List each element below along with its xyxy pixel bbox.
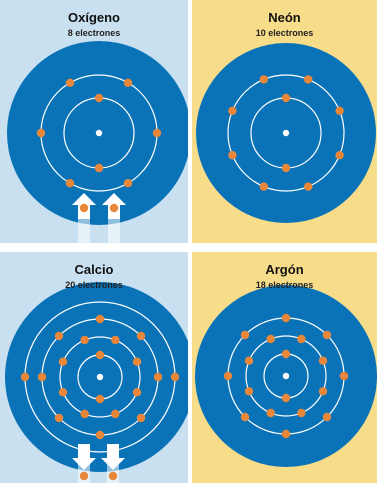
neon-electron <box>335 106 344 116</box>
panel-neon: Neón 10 electrones <box>192 0 377 243</box>
argon-electron <box>281 393 291 403</box>
calcium-orbit-2 <box>59 336 141 418</box>
calcium-electron <box>136 331 146 341</box>
argon-electron <box>322 412 332 422</box>
neon-electron <box>259 182 268 191</box>
title-argon: Argón <box>265 262 304 277</box>
atom-diagram-calcium <box>0 252 188 483</box>
oxygen-electron <box>65 78 75 88</box>
argon-electron <box>297 334 306 344</box>
atom-diagram-oxygen <box>0 0 188 243</box>
calcium-electron <box>80 409 89 419</box>
calcium-electron <box>111 335 120 345</box>
calcium-electron <box>95 394 105 404</box>
argon-electron <box>223 371 233 381</box>
argon-electron <box>244 387 254 396</box>
argon-electron <box>244 356 254 365</box>
oxygen-electron <box>152 128 162 138</box>
divider-vertical <box>188 0 192 483</box>
calcium-electron <box>37 372 47 382</box>
argon-electron <box>240 330 250 340</box>
calcium-atom-disc <box>5 282 188 472</box>
panel-argon: Argón 18 electrones <box>192 252 377 483</box>
panel-oxygen: Oxígeno 8 electrones <box>0 0 188 243</box>
argon-electron <box>281 313 291 323</box>
neon-electron <box>335 151 344 160</box>
calcium-electron <box>20 372 30 382</box>
calcium-electron <box>132 388 142 397</box>
calcium-electron <box>170 372 180 382</box>
neon-electron <box>281 163 291 173</box>
neon-electron <box>228 151 237 160</box>
oxygen-incoming-electron <box>79 203 89 213</box>
argon-orbit-2 <box>245 335 327 417</box>
oxygen-electron <box>123 179 133 188</box>
argon-electron <box>297 408 306 418</box>
calcium-electron <box>95 350 105 360</box>
argon-electron <box>240 412 250 422</box>
subtitle-calcium: 20 electrones <box>65 280 123 290</box>
calcium-outgoing-electron <box>108 471 118 481</box>
calcium-electron <box>54 413 64 423</box>
calcium-electron <box>95 430 105 440</box>
oxygen-electron <box>36 128 46 138</box>
oxygen-electron <box>94 163 104 173</box>
panel-calcium: Calcio 20 electrones <box>0 252 188 483</box>
oxygen-incoming-electron <box>109 203 119 213</box>
neon-electron <box>281 93 291 103</box>
calcium-electron <box>58 388 68 397</box>
calcium-electron <box>153 372 163 382</box>
neon-nucleus <box>282 129 290 137</box>
title-oxygen: Oxígeno <box>67 10 120 25</box>
argon-nucleus <box>282 372 290 380</box>
argon-electron <box>281 349 291 359</box>
calcium-electron <box>54 331 64 341</box>
subtitle-oxygen: 8 electrones <box>67 28 121 38</box>
calcium-arrow-head-1 <box>72 444 96 470</box>
neon-electron <box>304 182 313 191</box>
subtitle-neon: 10 electrones <box>255 28 314 38</box>
calcium-nucleus <box>96 373 104 381</box>
atom-diagram-argon <box>192 252 377 483</box>
calcium-electron <box>95 314 105 324</box>
calcium-arrow-head-2 <box>101 444 125 470</box>
calcium-electron <box>80 335 89 345</box>
neon-electron <box>259 75 268 84</box>
atom-diagram-neon <box>192 0 377 243</box>
title-neon: Neón <box>268 10 301 25</box>
neon-orbit-2 <box>227 74 345 192</box>
neon-electron <box>228 106 237 116</box>
argon-electron <box>266 408 275 418</box>
subtitle-argon: 18 electrones <box>255 280 314 290</box>
argon-electron <box>339 371 349 381</box>
calcium-outgoing-electron <box>79 471 89 481</box>
neon-electron <box>304 75 313 84</box>
title-calcium: Calcio <box>74 262 114 277</box>
oxygen-electron <box>123 78 133 88</box>
oxygen-electron <box>65 179 75 188</box>
argon-electron <box>318 356 328 365</box>
calcium-electron <box>58 357 68 366</box>
calcium-electron <box>136 413 146 423</box>
oxygen-electron <box>94 93 104 103</box>
argon-electron <box>281 429 291 439</box>
argon-electron <box>266 334 275 344</box>
calcium-electron <box>111 409 120 419</box>
calcium-electron <box>132 357 142 366</box>
argon-electron <box>318 387 328 396</box>
argon-electron <box>322 330 332 340</box>
oxygen-nucleus <box>95 129 103 137</box>
